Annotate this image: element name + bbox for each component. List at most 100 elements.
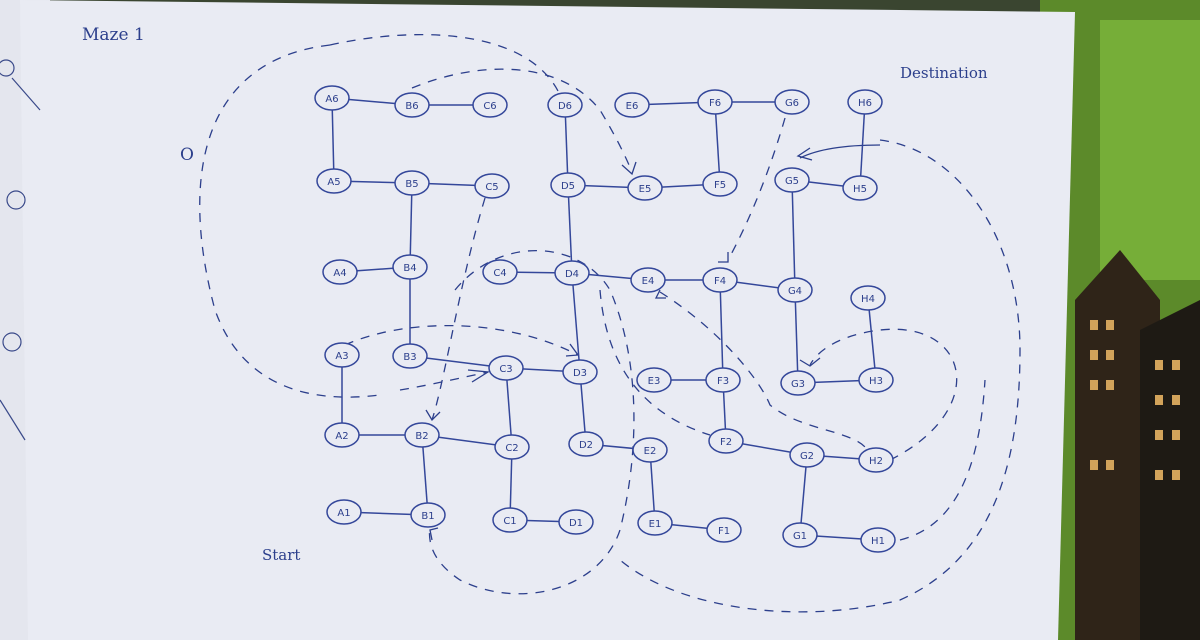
dashed-outer-loop-left	[199, 44, 381, 398]
node-h1: H1	[860, 527, 896, 553]
dashed-arc-a3-d3	[344, 324, 579, 356]
dashed-e4-to-h2	[659, 291, 867, 449]
node-label: G2	[800, 451, 814, 462]
node-label: C5	[485, 182, 498, 193]
node-circle	[488, 355, 524, 381]
node-label: E3	[648, 376, 661, 387]
node-label: G3	[791, 379, 805, 390]
node-a5: A5	[316, 168, 352, 194]
node-g1: G1	[782, 522, 818, 548]
node-b4: B4	[392, 254, 428, 280]
node-a4: A4	[322, 259, 358, 285]
node-label: A5	[327, 177, 340, 188]
node-c3: C3	[488, 355, 524, 381]
node-label: D3	[573, 368, 587, 379]
node-circle	[842, 175, 878, 201]
node-circle	[547, 92, 583, 118]
node-label: A2	[335, 431, 348, 442]
node-circle	[394, 170, 430, 196]
node-circle	[630, 267, 666, 293]
node-label: F3	[717, 376, 729, 387]
node-label: D5	[561, 181, 575, 192]
node-label: H1	[871, 536, 885, 547]
node-label: F1	[718, 526, 730, 537]
node-d6: D6	[547, 92, 583, 118]
node-a1: A1	[326, 499, 362, 525]
node-circle	[780, 370, 816, 396]
node-label: G6	[785, 98, 799, 109]
node-circle	[627, 175, 663, 201]
node-label: B6	[405, 101, 418, 112]
edge-g5-g4	[791, 179, 796, 291]
node-e2: E2	[632, 437, 668, 463]
dashed-route-lines	[199, 34, 1021, 613]
node-b1: B1	[410, 502, 446, 528]
node-circle	[702, 171, 738, 197]
dashed-arc-b6-e5	[411, 68, 633, 173]
node-f4: F4	[702, 267, 738, 293]
node-circle	[702, 267, 738, 293]
node-a3: A3	[324, 342, 360, 368]
dashed-arc-to-d6	[329, 34, 561, 96]
node-circle	[472, 92, 508, 118]
node-circle	[562, 359, 598, 385]
node-circle	[708, 428, 744, 454]
node-circle	[858, 367, 894, 393]
node-label: G4	[788, 286, 802, 297]
node-label: C4	[493, 268, 506, 279]
node-circle	[860, 527, 896, 553]
node-b6: B6	[394, 92, 430, 118]
node-circle	[324, 342, 360, 368]
node-b2: B2	[404, 422, 440, 448]
node-label: A4	[333, 268, 346, 279]
poster-building-art	[1075, 250, 1200, 640]
node-g3: G3	[780, 370, 816, 396]
node-label: D6	[558, 101, 572, 112]
edge-c3-c2	[505, 367, 513, 448]
node-circle	[568, 431, 604, 457]
node-circle	[774, 89, 810, 115]
node-circle	[394, 92, 430, 118]
dashed-outer-loop-right	[619, 139, 1021, 613]
node-label: H4	[861, 294, 875, 305]
edge-f6-f5	[714, 101, 721, 185]
node-circle	[322, 259, 358, 285]
node-f5: F5	[702, 171, 738, 197]
node-circle	[474, 173, 510, 199]
node-e3: E3	[636, 367, 672, 393]
node-circle	[774, 167, 810, 193]
dashed-d4-to-f2	[599, 289, 711, 436]
node-h4: H4	[850, 285, 886, 311]
node-circle	[404, 422, 440, 448]
node-label: F2	[720, 437, 732, 448]
edge-h4-h3	[867, 297, 877, 381]
poster-highlight	[1100, 20, 1200, 280]
node-label: A1	[337, 508, 350, 519]
node-circle	[789, 442, 825, 468]
node-circle	[326, 499, 362, 525]
node-label: F6	[709, 98, 721, 109]
node-label: B4	[403, 263, 416, 274]
node-circle	[314, 85, 350, 111]
node-d1: D1	[558, 509, 594, 535]
h6-to-g5-arrow	[799, 144, 881, 159]
node-circle	[614, 92, 650, 118]
node-c4: C4	[482, 259, 518, 285]
node-circle	[697, 89, 733, 115]
node-circle	[494, 434, 530, 460]
dashed-g6-to-f4	[727, 117, 786, 261]
node-f6: F6	[697, 89, 733, 115]
edge-d4-d3	[571, 272, 581, 373]
node-label: A3	[335, 351, 348, 362]
node-b5: B5	[394, 170, 430, 196]
node-d3: D3	[562, 359, 598, 385]
node-circle	[550, 172, 586, 198]
start-label: Start	[262, 546, 300, 564]
node-label: D4	[565, 269, 579, 280]
node-label: E1	[649, 519, 662, 530]
stray-mark: O	[180, 145, 194, 165]
node-circle	[637, 510, 673, 536]
node-c6: C6	[472, 92, 508, 118]
dashed-big-circle	[428, 250, 635, 595]
node-label: H3	[869, 376, 883, 387]
